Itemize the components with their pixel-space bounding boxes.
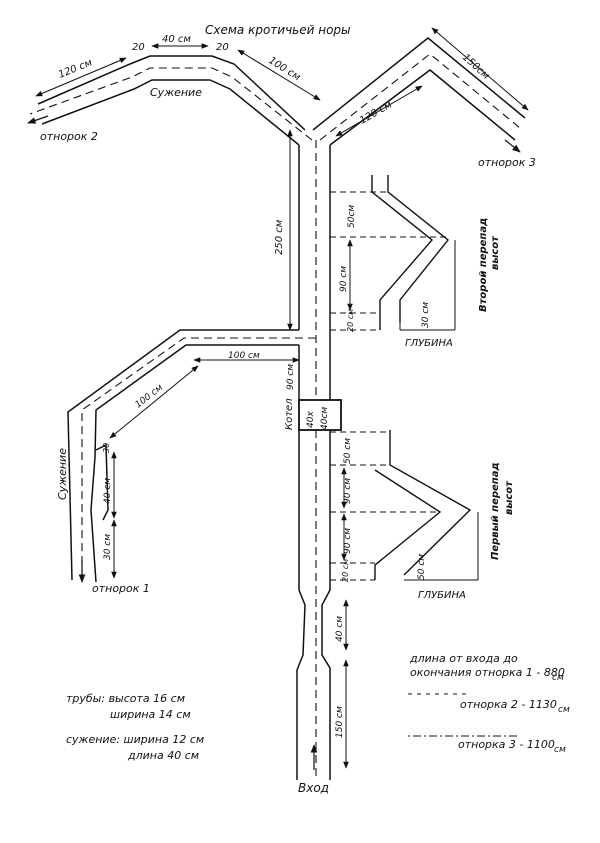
chamber-label: Котел <box>284 398 295 430</box>
legend-pipes-line2: ширина 14 см <box>110 708 191 721</box>
arrows <box>27 115 521 770</box>
dim-b1-100-diag <box>109 365 199 439</box>
branch2-label: отнорок 2 <box>40 130 98 143</box>
branch3-centerline <box>319 53 521 141</box>
branch3-wall-outer <box>312 37 526 131</box>
dim-b1-30-bottom-label: 30 см <box>103 534 113 560</box>
lower-wall-left <box>296 430 306 780</box>
branch1-centerline <box>81 337 316 580</box>
dim-d2-90-label: 90 см <box>339 266 349 292</box>
narrowing-left-label: Сужение <box>56 448 69 500</box>
drop1-level-lines <box>330 431 440 581</box>
lengths-header-2: окончания отнорка 1 - 880 <box>410 666 565 679</box>
chamber-box <box>298 399 342 431</box>
dim-b1-40-label: 40 см <box>103 478 113 504</box>
drop2-wall-inner <box>371 175 434 330</box>
narrowing-top-label: Сужение <box>150 86 202 99</box>
dim-top-150 <box>431 27 529 111</box>
drop1-wall-outer <box>389 430 472 576</box>
drop2-depth-dim <box>399 240 456 331</box>
legend-narrow-line1: сужение: ширина 12 см <box>66 733 205 746</box>
dim-d2-20-label: 20 см <box>346 309 355 332</box>
drop1-depth-dim <box>404 512 479 581</box>
dim-b1-100-top-label: 100 см <box>228 351 260 361</box>
branch3-wall-inner <box>329 69 516 146</box>
drop2-wall-outer <box>387 175 449 322</box>
chamber-size-2: 40см <box>320 407 330 430</box>
lengths-unit-2: см <box>558 705 570 715</box>
legend-pipes-line1: трубы: высота 16 см <box>66 692 186 705</box>
branch1-label: отнорок 1 <box>92 582 150 595</box>
chamber-size-1: 40х <box>306 411 316 428</box>
drop1-profile <box>330 430 479 581</box>
drop1-sub: высот <box>504 480 515 515</box>
dim-d2-50-label: 50см <box>347 205 357 228</box>
dim-d1-50-label: 50 см <box>343 438 353 464</box>
dim-top-20-right: 20 <box>216 42 229 53</box>
drop2-sub: высот <box>490 235 501 270</box>
arrow-branch3 <box>504 139 521 153</box>
length-markers <box>408 693 520 737</box>
drop1-title: Первый перепад <box>490 462 501 560</box>
dim-entry-40-label: 40 см <box>335 616 345 642</box>
lengths-header-1: длина от входа до <box>410 652 518 665</box>
dim-top-100 <box>237 49 321 101</box>
dim-top-120-right <box>335 85 423 137</box>
title: Схема кротичьей норы <box>205 23 351 37</box>
drop2-title: Второй перепад <box>478 218 489 312</box>
arrow-branch2 <box>27 115 49 124</box>
dim-top-20-left: 20 <box>132 42 145 53</box>
dim-top-120-right-label: 120 см <box>358 99 394 126</box>
lengths-row-3: отнорка 3 - 1100 <box>458 738 555 751</box>
dim-b1-30-top-label: 30 <box>102 443 111 453</box>
drop1-wall-inner <box>374 469 442 580</box>
lengths-unit-3: см <box>554 745 566 755</box>
dim-d1-20-label: 20 см <box>341 559 350 582</box>
dim-main-250-label: 250 см <box>274 219 285 255</box>
branch1-wall-inner <box>90 344 299 583</box>
drop2-depth-label: ГЛУБИНА <box>405 338 453 349</box>
lengths-unit-1: см <box>552 673 564 683</box>
dim-top-40-label: 40 см <box>162 34 191 45</box>
dim-top-120-label: 120 см <box>57 57 94 81</box>
dim-d2-30-label: 30 см <box>421 302 431 328</box>
entrance-label: Вход <box>298 781 329 795</box>
dim-d1-50-bottom-label: 50 см <box>417 554 427 580</box>
dimension-lines <box>35 27 529 769</box>
lengths-row-2: отнорка 2 - 1130 <box>460 698 557 711</box>
dim-top-100-label: 100 см <box>266 55 302 83</box>
branch1-narrow-inner <box>95 443 109 521</box>
legend-narrow-line2: длина 40 см <box>128 749 200 762</box>
dim-d1-90a-label: 90 см <box>343 478 353 504</box>
drop1-depth-label: ГЛУБИНА <box>418 590 466 601</box>
lower-wall-right <box>321 430 331 780</box>
dim-d1-90b-label: 90 см <box>343 528 353 554</box>
dim-top-120 <box>35 57 127 97</box>
branch3-label: отнорок 3 <box>478 156 536 169</box>
drop2-profile <box>330 175 456 331</box>
dim-entry-150-label: 150 см <box>335 706 345 738</box>
dim-main-90-label: 90 см <box>286 364 296 390</box>
